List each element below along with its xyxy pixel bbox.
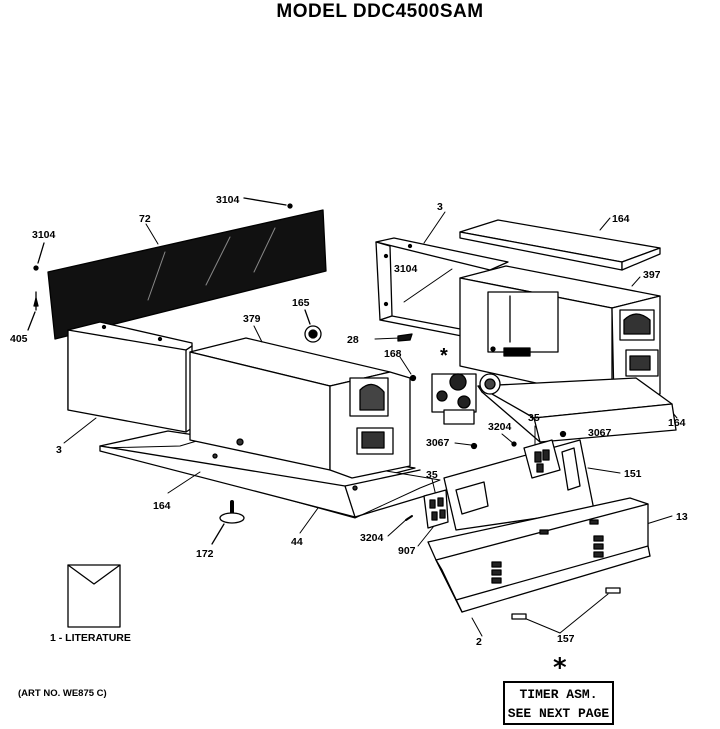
side-housing-3-left bbox=[67, 321, 193, 433]
bottom-plate-164-right bbox=[477, 377, 677, 443]
label-379: 379 bbox=[243, 313, 261, 325]
literature-label: 1 - LITERATURE bbox=[50, 632, 131, 644]
label-151: 151 bbox=[624, 468, 642, 480]
switch-block-35-top bbox=[523, 439, 561, 479]
screw-405 bbox=[27, 291, 39, 331]
note-star: * bbox=[553, 653, 567, 683]
label-165: 165 bbox=[292, 297, 310, 309]
label-3104-top: 3104 bbox=[216, 194, 240, 206]
screw-3204-top bbox=[511, 441, 517, 447]
switch-block-35-mid bbox=[423, 489, 449, 529]
feet-157 bbox=[511, 587, 621, 620]
console-housing-397 bbox=[459, 265, 661, 403]
literature-envelope bbox=[67, 564, 121, 628]
label-72: 72 bbox=[139, 213, 151, 225]
label-397: 397 bbox=[643, 269, 661, 281]
label-35-top: 35 bbox=[528, 412, 540, 424]
label-35-mid: 35 bbox=[426, 469, 438, 481]
part-labels: 3104 72 3104 405 3 164 3104 397 165 379 … bbox=[10, 194, 688, 699]
grommet-165 bbox=[304, 309, 322, 343]
screw-3104-left bbox=[33, 242, 45, 271]
cover-plate-164-top bbox=[459, 219, 661, 271]
screw-3204-bottom bbox=[405, 515, 413, 521]
grille-panel-72 bbox=[47, 209, 327, 340]
screw-3104-top bbox=[243, 197, 293, 209]
label-3067-right: 3067 bbox=[588, 427, 612, 439]
label-28: 28 bbox=[347, 334, 359, 346]
screw-3067-right bbox=[559, 430, 567, 438]
label-172: 172 bbox=[196, 548, 214, 560]
base-plate-44 bbox=[99, 439, 441, 519]
label-3104-mid: 3104 bbox=[394, 263, 418, 275]
main-cabinet-379 bbox=[189, 337, 411, 491]
timer-star-marker: * bbox=[440, 345, 448, 367]
label-13: 13 bbox=[676, 511, 688, 523]
timer-note-line2: SEE NEXT PAGE bbox=[507, 706, 610, 721]
label-405: 405 bbox=[10, 333, 28, 345]
timer-assembly bbox=[431, 373, 501, 425]
console-front-13 bbox=[427, 497, 651, 613]
label-907: 907 bbox=[398, 545, 416, 557]
clip-28 bbox=[397, 333, 413, 342]
label-3204-top: 3204 bbox=[488, 421, 512, 433]
screw-3067-left bbox=[470, 442, 478, 450]
art-number: (ART NO. WE875 C) bbox=[18, 688, 107, 699]
screw-168 bbox=[409, 374, 417, 382]
label-3067-left: 3067 bbox=[426, 437, 450, 449]
label-3204-bottom: 3204 bbox=[360, 532, 384, 544]
label-3104-left: 3104 bbox=[32, 229, 56, 241]
label-2: 2 bbox=[476, 636, 482, 648]
label-3-top: 3 bbox=[437, 201, 443, 213]
label-157: 157 bbox=[557, 633, 575, 645]
frame-3-top bbox=[375, 237, 509, 339]
leveling-leg-172 bbox=[211, 500, 245, 545]
label-164-top: 164 bbox=[612, 213, 630, 225]
label-164-left: 164 bbox=[153, 500, 171, 512]
label-168: 168 bbox=[384, 348, 402, 360]
label-3-left: 3 bbox=[56, 444, 62, 456]
label-164-right: 164 bbox=[668, 417, 686, 429]
page-title: MODEL DDC4500SAM bbox=[276, 1, 484, 22]
label-44: 44 bbox=[291, 536, 303, 548]
timer-note-line1: TIMER ASM. bbox=[519, 687, 598, 702]
timer-note-box: TIMER ASM. SEE NEXT PAGE bbox=[503, 681, 614, 725]
